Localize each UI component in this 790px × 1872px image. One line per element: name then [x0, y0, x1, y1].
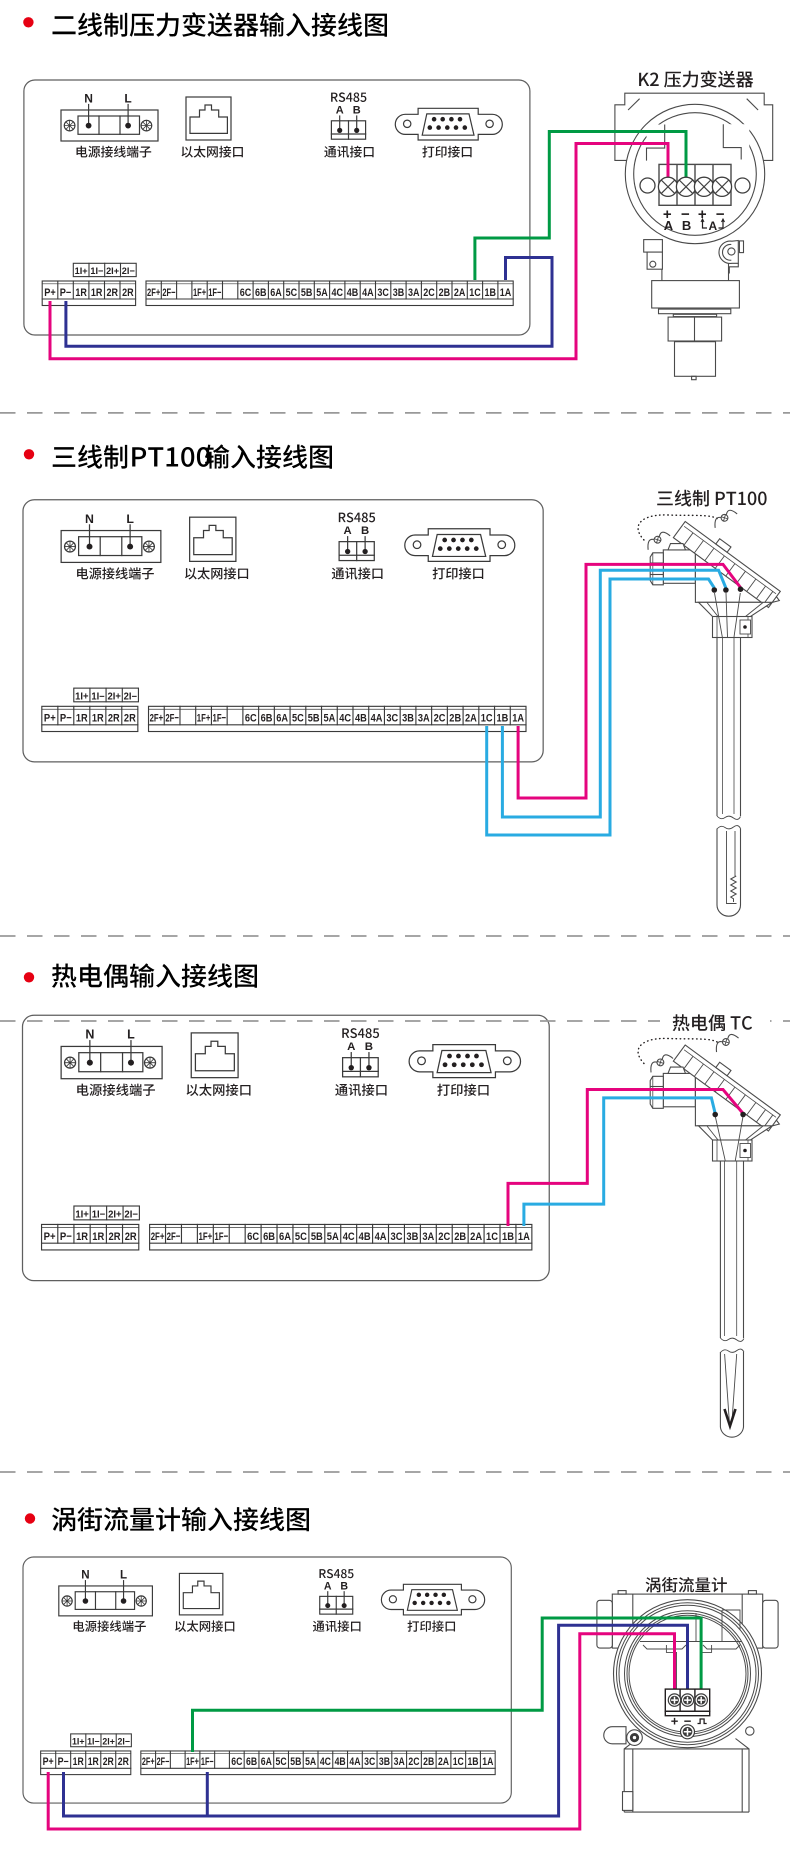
svg-text:−: −	[681, 206, 690, 223]
svg-text:A: A	[664, 218, 674, 233]
svg-text:+: +	[663, 206, 672, 223]
svg-text:+: +	[671, 1714, 679, 1729]
svg-text:A: A	[708, 219, 717, 233]
svg-text:+: +	[698, 206, 707, 223]
svg-text:−: −	[684, 1714, 692, 1729]
svg-text:B: B	[682, 218, 691, 233]
svg-text:−: −	[716, 206, 725, 223]
